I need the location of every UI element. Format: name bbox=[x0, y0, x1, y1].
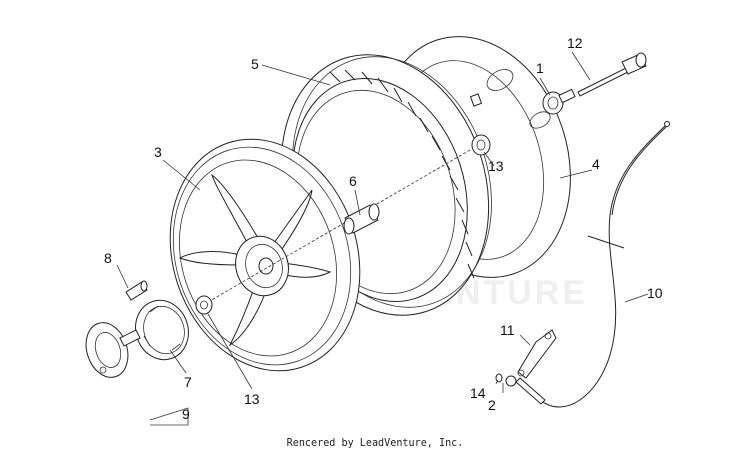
callout-3: 3 bbox=[154, 144, 162, 160]
callout-13-right: 13 bbox=[488, 158, 504, 174]
callout-2: 2 bbox=[488, 397, 496, 413]
callout-4: 4 bbox=[592, 156, 600, 172]
part-11-brake-arm bbox=[517, 329, 557, 379]
footer-credit: Rencered by LeadVenture, Inc. bbox=[286, 436, 464, 449]
callout-12: 12 bbox=[567, 35, 583, 51]
callout-14: 14 bbox=[470, 385, 486, 401]
callout-6: 6 bbox=[349, 173, 357, 189]
part-6-spacer bbox=[343, 203, 380, 235]
part-12-axle-bolt bbox=[577, 52, 647, 97]
callout-9: 9 bbox=[182, 406, 190, 422]
part-9-brake-panel bbox=[85, 322, 141, 378]
part-13-bearing-right bbox=[471, 134, 491, 156]
callout-13-left: 13 bbox=[244, 391, 260, 407]
part-8-cam bbox=[125, 280, 148, 301]
part-2-pin bbox=[505, 375, 517, 387]
callout-1: 1 bbox=[536, 60, 544, 76]
callout-8: 8 bbox=[104, 250, 112, 266]
callout-5: 5 bbox=[251, 56, 259, 72]
part-13-bearing-left bbox=[195, 295, 213, 315]
callout-11: 11 bbox=[500, 322, 515, 338]
leader-lines bbox=[116, 51, 649, 426]
part-10-cable bbox=[515, 121, 670, 408]
callout-7: 7 bbox=[184, 374, 192, 390]
part-14-clip bbox=[495, 373, 503, 383]
callout-10: 10 bbox=[647, 285, 663, 301]
part-1-speedo-drive bbox=[542, 88, 576, 115]
